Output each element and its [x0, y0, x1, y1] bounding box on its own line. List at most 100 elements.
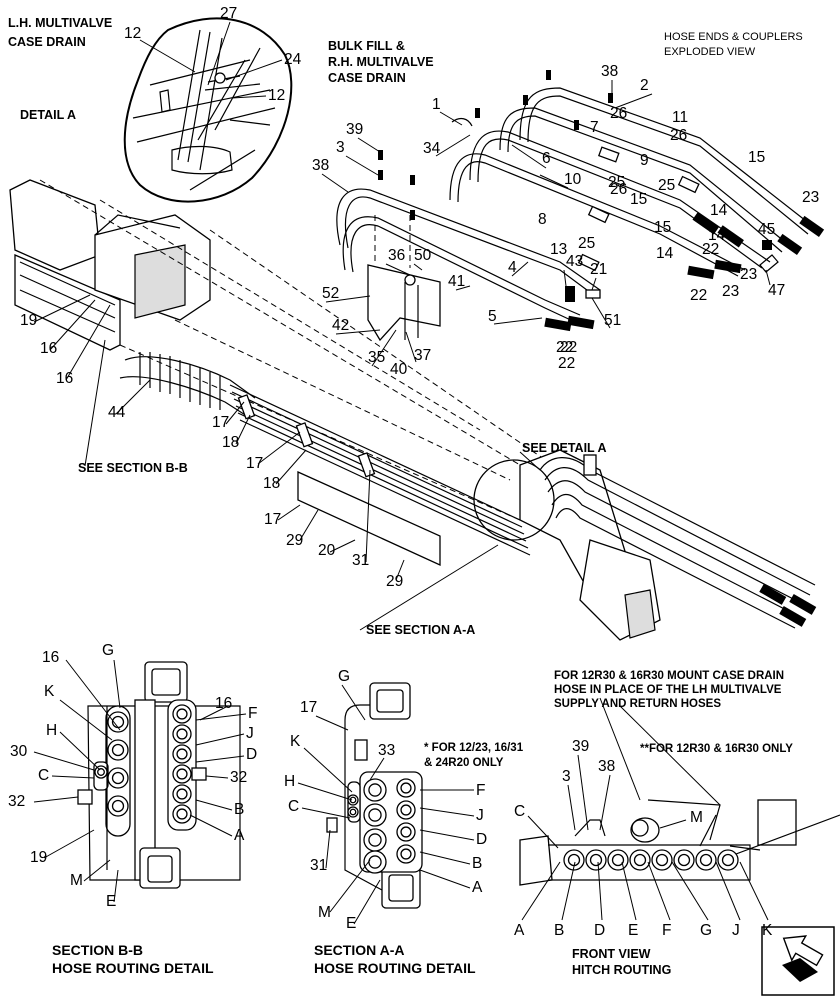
callout-section-bb-labels-9: C — [38, 767, 49, 784]
leader-line-7 — [357, 137, 381, 153]
leader-line-17 — [455, 285, 471, 291]
callout-main-callouts-12: 29 — [386, 573, 403, 590]
callout-main-callouts-6: 17 — [246, 455, 263, 472]
leader-line-25 — [591, 297, 611, 329]
leader-line-13 — [591, 277, 597, 291]
leader-line-61 — [369, 757, 385, 781]
svg-text:CASE DRAIN: CASE DRAIN — [328, 71, 406, 85]
callout-section-aa-labels-4: H — [284, 773, 295, 790]
leader-line-48 — [59, 731, 101, 771]
leader-line-50 — [33, 751, 95, 771]
fv-hose-3-bore — [633, 853, 647, 867]
svg-text:CASE DRAIN: CASE DRAIN — [8, 35, 86, 49]
caption-bulk-fill: BULK FILL & R.H. MULTIVALVE CASE DRAIN — [328, 39, 434, 85]
callout-section-aa-labels-11: M — [318, 904, 331, 921]
leader-line-71 — [419, 869, 471, 889]
callout-section-aa-labels-7: J — [476, 807, 484, 824]
callout-detail-callouts-2: 24 — [284, 51, 302, 68]
svg-text:HOSE ROUTING DETAIL: HOSE ROUTING DETAIL — [52, 960, 214, 976]
svg-text:FOR 12R30 & 16R30 MOUNT CASE D: FOR 12R30 & 16R30 MOUNT CASE DRAIN — [554, 670, 784, 682]
leader-line-0 — [139, 39, 196, 73]
leader-line-27 — [49, 299, 96, 351]
callout-main-callouts-4: 17 — [212, 414, 229, 431]
callout-detail-callouts-0: 12 — [124, 25, 141, 42]
bb-hose-left-3-bore — [111, 799, 125, 813]
callout-exploded-callouts-34: 15 — [654, 219, 671, 236]
caption-section-aa: SECTION A-A HOSE ROUTING DETAIL — [314, 942, 476, 976]
bb-hose-right-2-bore — [176, 748, 188, 760]
caption-detail-a: DETAIL A — [20, 108, 76, 122]
leader-line-47 — [195, 733, 245, 746]
caption-note-12r30: **FOR 12R30 & 16R30 ONLY — [640, 743, 793, 755]
leader-line-40 — [359, 544, 499, 631]
callout-main-callouts-7: 18 — [263, 475, 280, 492]
leader-line-23 — [325, 295, 371, 303]
callout-section-aa-labels-6: C — [288, 798, 299, 815]
fv-hose-5-bore — [677, 853, 691, 867]
leader-line-56 — [43, 829, 95, 859]
callout-exploded-callouts-44: 35 — [368, 349, 385, 366]
leader-line-62 — [303, 747, 353, 793]
callout-exploded-callouts-37: 47 — [768, 282, 785, 299]
callout-exploded-callouts-20: 14 — [710, 202, 728, 219]
callout-exploded-callouts-39: 23 — [722, 283, 739, 300]
leader-line-55 — [189, 814, 233, 837]
leader-line-26 — [33, 294, 91, 323]
leader-line-75 — [599, 774, 611, 831]
leader-line-6 — [439, 111, 463, 126]
callout-exploded-callouts-19: 15 — [630, 191, 647, 208]
callout-front-view-labels-8: E — [628, 922, 638, 939]
caption-hose-ends: HOSE ENDS & COUPLERS EXPLODED VIEW — [664, 31, 803, 58]
caption-mount-note: FOR 12R30 & 16R30 MOUNT CASE DRAIN HOSE … — [554, 670, 784, 710]
caption-lh-multivalve: L.H. MULTIVALVE CASE DRAIN — [8, 16, 112, 49]
caption-see-section-aa: SEE SECTION A-A — [366, 623, 475, 637]
leader-line-16 — [413, 263, 423, 271]
svg-text:FRONT VIEW: FRONT VIEW — [572, 947, 651, 961]
callout-section-aa-labels-9: 31 — [310, 857, 327, 874]
callout-main-callouts-5: 18 — [222, 434, 239, 451]
callout-exploded-callouts-22: 25 — [578, 235, 595, 252]
leader-line-67 — [419, 829, 475, 841]
leader-line-84 — [715, 861, 741, 921]
callout-section-aa-labels-5: F — [476, 782, 485, 799]
leader-line-70 — [329, 859, 371, 913]
caption-see-section-bb: SEE SECTION B-B — [78, 461, 188, 475]
callout-section-bb-labels-8: 30 — [10, 743, 28, 760]
svg-text:EXPLODED VIEW: EXPLODED VIEW — [664, 46, 756, 58]
leader-line-24 — [493, 317, 543, 325]
leader-line-34 — [277, 504, 301, 521]
leader-line-72 — [353, 879, 381, 925]
aa-hose-right-1-bore — [400, 804, 412, 816]
svg-text:HOSE IN PLACE OF THE LH MULTIV: HOSE IN PLACE OF THE LH MULTIVALVE — [554, 684, 782, 696]
callout-front-view-labels-5: A — [514, 922, 525, 939]
section-bb-view — [77, 661, 241, 889]
leader-line-38 — [395, 559, 405, 581]
leader-line-39 — [84, 339, 106, 467]
callout-section-bb-labels-5: J — [246, 725, 254, 742]
leader-line-60 — [315, 715, 349, 731]
callout-exploded-callouts-27: 13 — [550, 241, 567, 258]
callout-section-aa-labels-12: A — [472, 879, 483, 896]
leader-line-2 — [225, 59, 283, 81]
callout-section-aa-labels-13: E — [346, 915, 356, 932]
callout-exploded-callouts-32: 23 — [740, 266, 757, 283]
svg-text:SECTION B-B: SECTION B-B — [52, 942, 143, 958]
callout-main-callouts-11: 31 — [352, 552, 369, 569]
leader-line-57 — [83, 859, 111, 882]
leader-line-68 — [325, 829, 331, 869]
callout-exploded-callouts-33: 4 — [508, 259, 517, 276]
callout-front-view-labels-4: M — [690, 809, 703, 826]
callout-front-view-labels-7: D — [594, 922, 605, 939]
callout-exploded-callouts-16: 10 — [564, 171, 582, 188]
bb-hose-right-3-bore — [176, 768, 188, 780]
exploded-hoses-view — [336, 70, 825, 342]
main-assembly-view — [9, 179, 817, 641]
callout-section-bb-labels-4: K — [44, 683, 55, 700]
callout-exploded-callouts-1: 2 — [640, 77, 649, 94]
callout-exploded-callouts-45: 37 — [414, 347, 431, 364]
fv-hose-1-bore — [589, 853, 603, 867]
svg-text:SECTION A-A: SECTION A-A — [314, 942, 404, 958]
